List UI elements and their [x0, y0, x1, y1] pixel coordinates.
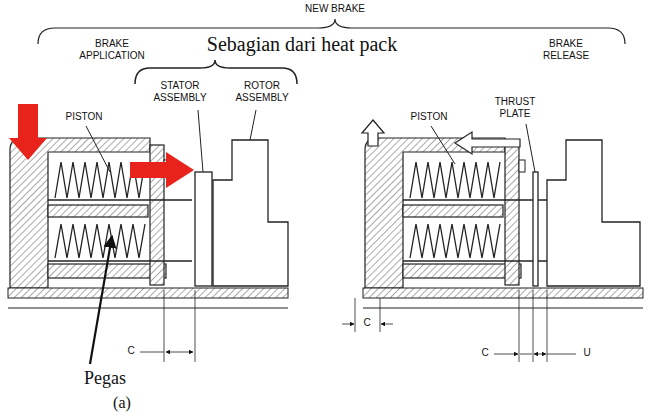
dimension-line [520, 354, 532, 355]
dimension-line [533, 290, 534, 362]
stator-plate [195, 172, 212, 286]
part-name: STATOR ASSEMBLY [149, 80, 211, 103]
brake-housing [8, 138, 288, 308]
rotor-plate [213, 140, 288, 286]
group-label: BRAKE APPLICATION [72, 38, 152, 61]
leader-line [86, 126, 110, 172]
release-arrow [455, 132, 520, 154]
leader-line [431, 126, 455, 164]
dimension-label: U [581, 347, 592, 359]
force-arrow [130, 152, 194, 188]
part-name: Pegas [84, 368, 126, 389]
leader-arrow [90, 236, 112, 364]
dimension-line [519, 290, 520, 362]
dimension-label: C [361, 317, 372, 329]
dimension-line [140, 352, 164, 353]
dimension-line [380, 298, 381, 332]
dimension-line [166, 352, 193, 353]
figure-label: (a) [113, 394, 131, 412]
dimension-line [534, 354, 546, 355]
leader-line [198, 110, 203, 172]
dimension-line [195, 290, 196, 362]
dimension-line [547, 290, 548, 362]
dimension-label: C [125, 345, 136, 357]
leader-line [526, 124, 535, 172]
force-arrow [9, 104, 47, 160]
group-label: NEW BRAKE [305, 3, 365, 15]
part-name: PISTON [65, 111, 102, 123]
dimension-label: C [479, 347, 490, 359]
rotor-plate [547, 140, 640, 286]
group-note: Sebagian dari heat pack [207, 33, 397, 56]
brake-housing [363, 138, 643, 308]
dimension-line [342, 324, 354, 325]
dimension-line [164, 290, 165, 362]
release-arrow [362, 120, 384, 146]
part-name: THRUST PLATE [489, 96, 541, 119]
thrust-plate [533, 172, 538, 286]
leader-line [250, 110, 256, 140]
part-name: ROTOR ASSEMBLY [231, 80, 293, 103]
dimension-line [355, 298, 356, 332]
part-name: PISTON [410, 111, 447, 123]
group-label: BRAKE RELEASE [539, 38, 594, 61]
dimension-line [381, 324, 393, 325]
dimension-line [494, 354, 518, 355]
dimension-line [547, 354, 576, 355]
